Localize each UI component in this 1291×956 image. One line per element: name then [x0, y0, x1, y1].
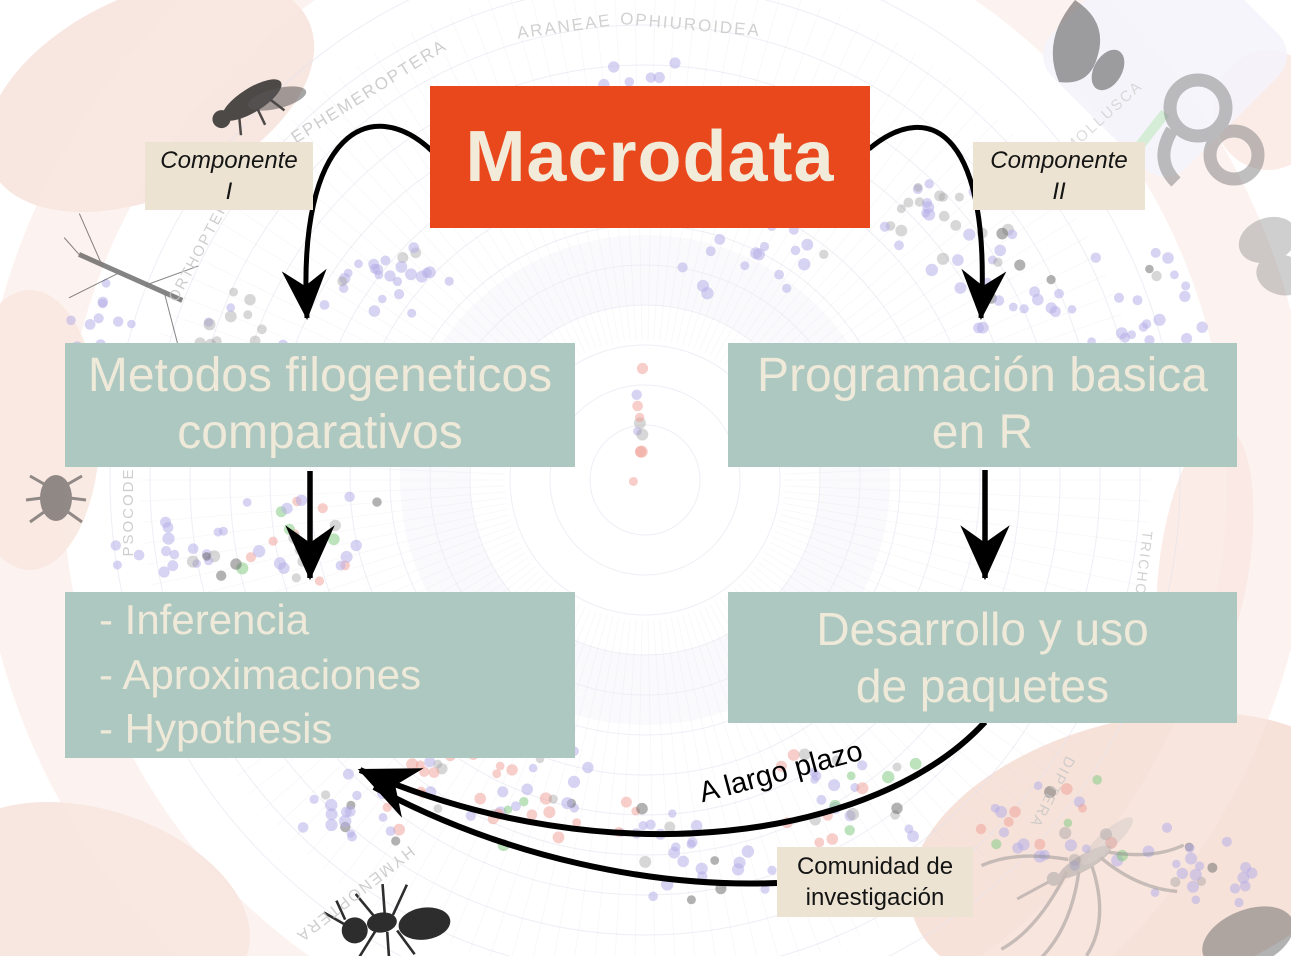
louse-silhouette: [25, 474, 87, 524]
horns-silhouette: [1157, 73, 1265, 187]
programming-line1: Programación basica: [757, 349, 1208, 403]
programming-line2: en R: [931, 406, 1034, 459]
arrow-community: [372, 784, 778, 887]
arrow-macrodata-to-programming: [867, 124, 1007, 320]
packages-line1: Desarrollo y uso: [816, 603, 1149, 656]
outcomes-box: - Inferencia - Aproximaciones - Hypothes…: [65, 592, 575, 758]
macrodata-box: Macrodata: [430, 86, 870, 228]
packages-line2: de paquetes: [855, 659, 1110, 712]
ant-silhouette: [323, 883, 451, 956]
taxa-label-trichoptera: TRICHO: [1132, 530, 1156, 597]
programming-box: Programación basica en R: [728, 343, 1237, 467]
community-label: Comunidad de investigación: [777, 847, 973, 917]
component-1-label: Componente I: [145, 142, 313, 210]
component-1-line1: Componente: [160, 146, 298, 174]
packages-box: Desarrollo y uso de paquetes: [728, 592, 1237, 723]
mosquito-silhouette: [980, 817, 1185, 956]
tree-rings: [109, 0, 1181, 956]
bird-silhouette: [1052, 0, 1125, 91]
component-2-line2: II: [1052, 178, 1066, 205]
outcomes-item-inferencia: - Inferencia: [99, 596, 310, 644]
methods-box: Metodos filogeneticos comparativos: [65, 343, 575, 467]
community-line2: investigación: [805, 884, 945, 911]
butterfly-silhouette: [1238, 216, 1291, 296]
methods-line1: Metodos filogeneticos: [87, 349, 553, 403]
component-1-line2: I: [225, 178, 233, 205]
arrow-long-term: [357, 719, 988, 838]
cicada-silhouette: [212, 79, 307, 136]
arrow-macrodata-to-methods: [281, 123, 434, 320]
macrodata-title: Macrodata: [465, 117, 835, 197]
taxa-label-psocodea: PSOCODE: [120, 467, 137, 556]
outcomes-item-hypothesis: - Hypothesis: [99, 705, 333, 753]
component-2-line1: Componente: [990, 146, 1128, 174]
methods-line2: comparativos: [177, 406, 463, 459]
stick-insect-silhouette: [63, 213, 199, 344]
outcomes-item-aproximaciones: - Aproximaciones: [99, 650, 422, 698]
component-2-label: Componente II: [973, 142, 1145, 210]
moth-silhouette: [1202, 906, 1291, 956]
community-line1: Comunidad de: [796, 852, 954, 880]
